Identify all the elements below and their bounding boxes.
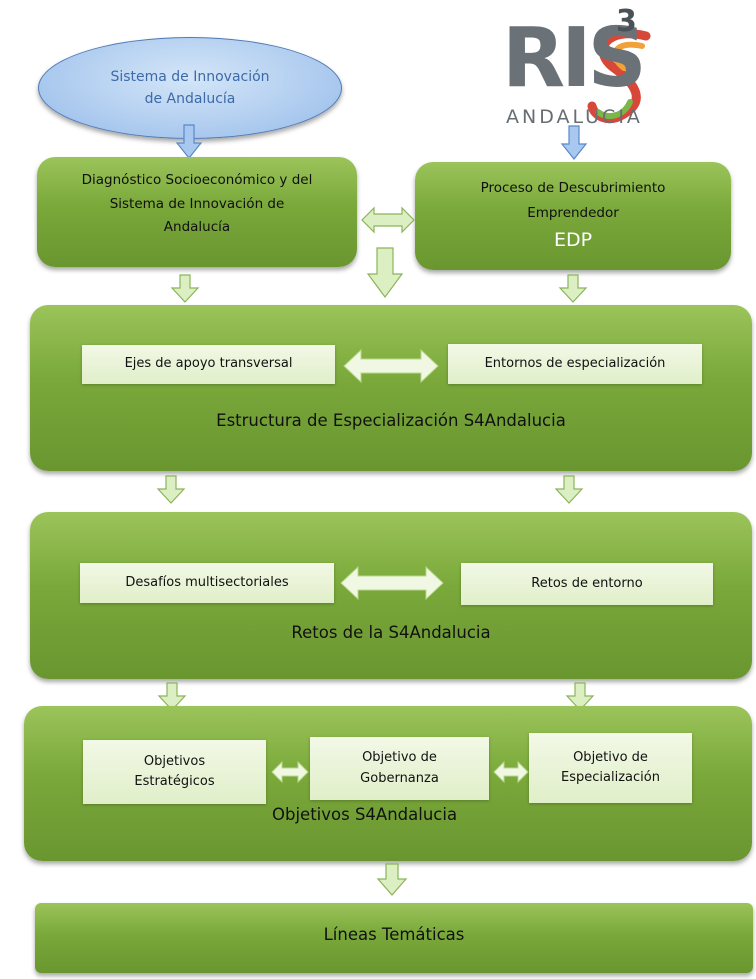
down-arrow-green-icon — [157, 682, 187, 711]
source-line-2: de Andalucía — [144, 91, 236, 107]
objetivo-gobernanza-box: Objetivo de Gobernanza — [310, 737, 489, 800]
double-arrow-icon — [493, 760, 529, 784]
logo-subtitle: ANDALUCIA — [506, 106, 643, 128]
source-ellipse: Sistema de Innovación de Andalucía — [38, 37, 342, 139]
desafios-multisectoriales-box: Desafíos multisectoriales — [80, 563, 334, 603]
objetivos-estrategicos-box: Objetivos Estratégicos — [83, 740, 266, 804]
objetivo-gobernanza-line-2: Gobernanza — [360, 770, 439, 786]
diagnostico-line-3: Andalucía — [163, 219, 231, 236]
source-line-1: Sistema de Innovación — [110, 68, 270, 85]
retos-entorno-label: Retos de entorno — [531, 575, 643, 591]
logo-superscript: 3 — [616, 4, 637, 39]
lineas-tematicas-title: Líneas Temáticas — [323, 925, 465, 944]
objetivos-title: Objetivos S4Andalucia — [272, 805, 458, 824]
lineas-tematicas-box: Líneas Temáticas — [35, 903, 753, 973]
desafios-multisectoriales-label: Desafíos multisectoriales — [125, 574, 289, 590]
down-arrow-blue-icon — [175, 124, 203, 159]
retos-box: Desafíos multisectoriales Retos de entor… — [30, 512, 752, 679]
objetivos-box: Objetivos Estratégicos Objetivo de Gober… — [24, 706, 752, 861]
double-arrow-icon — [343, 348, 439, 384]
objetivo-gobernanza-line-1: Objetivo de — [362, 750, 437, 766]
down-arrow-green-icon — [554, 475, 584, 504]
down-arrow-green-icon — [565, 682, 595, 711]
entornos-especializacion-label: Entornos de especialización — [484, 355, 666, 371]
proceso-line-2: Emprendedor — [527, 204, 619, 221]
ejes-apoyo-label: Ejes de apoyo transversal — [124, 356, 293, 372]
proceso-acronym: EDP — [553, 228, 593, 251]
down-arrow-blue-icon — [560, 125, 588, 160]
diagnostico-line-1: Diagnóstico Socioeconómico y del — [81, 172, 313, 188]
ejes-apoyo-box: Ejes de apoyo transversal — [82, 345, 335, 384]
logo-graphic — [587, 29, 651, 123]
down-arrow-green-icon — [156, 475, 186, 504]
down-arrow-green-icon — [376, 863, 408, 896]
double-arrow-icon — [340, 565, 444, 601]
objetivo-especializacion-line-2: Especialización — [561, 770, 660, 785]
down-arrow-green-icon — [558, 274, 588, 303]
retos-entorno-box: Retos de entorno — [461, 563, 713, 605]
estructura-title: Estructura de Especialización S4Andaluci… — [216, 411, 566, 430]
proceso-box: Proceso de Descubrimiento Emprendedor ED… — [415, 162, 731, 270]
objetivo-especializacion-line-1: Objetivo de — [573, 749, 648, 765]
objetivo-especializacion-box: Objetivo de Especialización — [529, 733, 692, 803]
double-arrow-icon — [361, 206, 415, 234]
retos-title: Retos de la S4Andalucia — [291, 623, 491, 642]
down-arrow-green-icon — [170, 274, 200, 303]
diagnostico-box: Diagnóstico Socioeconómico y del Sistema… — [37, 157, 357, 267]
down-arrow-green-icon — [366, 247, 404, 299]
estructura-box: Ejes de apoyo transversal Entornos de es… — [30, 305, 752, 471]
logo-ris-text: RIS — [502, 11, 647, 106]
double-arrow-icon — [271, 760, 309, 784]
diagnostico-line-2: Sistema de Innovación de — [109, 195, 285, 212]
objetivos-estrategicos-line-2: Estratégicos — [134, 774, 215, 789]
ris3-andalucia-logo: RIS 3 ANDALUCIA — [496, 4, 666, 136]
entornos-especializacion-box: Entornos de especialización — [448, 344, 702, 384]
objetivos-estrategicos-line-1: Objetivos — [143, 753, 206, 769]
proceso-line-1: Proceso de Descubrimiento — [480, 180, 666, 196]
